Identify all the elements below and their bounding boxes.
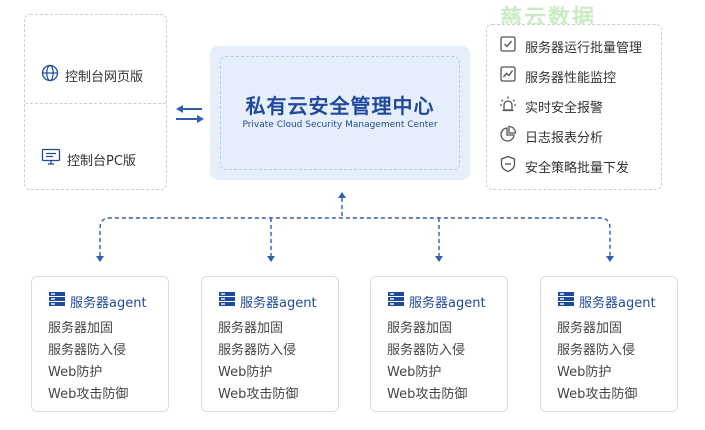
globe-icon	[41, 64, 59, 86]
agent-feature: Web攻击防御	[48, 387, 129, 402]
agent-feature: 服务器加固	[218, 321, 284, 336]
agent-title: 服务器agent	[70, 295, 147, 311]
checklist-icon	[499, 35, 517, 57]
center-inner-frame	[220, 56, 460, 170]
security-management-center: 私有云安全管理中心 Private Cloud Security Managem…	[210, 46, 470, 180]
agent-feature: Web防护	[557, 365, 612, 380]
console-pc-item[interactable]: 控制台PC版	[41, 148, 136, 170]
agent-feature: Web攻击防御	[557, 387, 638, 402]
agent-feature: 服务器加固	[557, 321, 623, 336]
agent-feature: Web攻击防御	[387, 387, 468, 402]
server-agent-card: 服务器agent 服务器加固 服务器防入侵 Web防护 Web攻击防御	[540, 276, 678, 412]
feature-item: 服务器性能监控	[499, 65, 616, 87]
agent-feature: Web防护	[48, 365, 103, 380]
feature-label: 服务器运行批量管理	[525, 40, 643, 56]
center-subtitle: Private Cloud Security Management Center	[242, 120, 438, 130]
alarm-icon	[499, 95, 517, 117]
server-agent-card: 服务器agent 服务器加固 服务器防入侵 Web防护 Web攻击防御	[370, 276, 508, 412]
feature-label: 安全策略批量下发	[525, 160, 630, 176]
shield-icon	[499, 155, 517, 177]
bidirectional-arrow-icon	[176, 105, 204, 123]
console-pc-label: 控制台PC版	[67, 153, 136, 169]
agent-feature: Web防护	[387, 365, 442, 380]
feature-item: 实时安全报警	[499, 95, 603, 117]
agent-header: 服务器agent	[387, 291, 486, 311]
server-icon	[387, 291, 405, 311]
server-icon	[557, 291, 575, 311]
console-web-label: 控制台网页版	[65, 69, 144, 85]
agent-feature: 服务器防入侵	[48, 343, 127, 358]
agent-header: 服务器agent	[557, 291, 656, 311]
agent-header: 服务器agent	[48, 291, 147, 311]
arrow-down-icon	[435, 256, 443, 262]
monitor-icon	[41, 148, 61, 170]
agent-feature: 服务器防入侵	[218, 343, 297, 358]
console-panel: 控制台网页版 控制台PC版	[24, 14, 167, 190]
feature-panel: 服务器运行批量管理 服务器性能监控 实时安全报警	[486, 24, 662, 190]
server-agent-card: 服务器agent 服务器加固 服务器防入侵 Web防护 Web攻击防御	[201, 276, 339, 412]
agent-feature: 服务器加固	[387, 321, 453, 336]
console-divider	[25, 103, 166, 104]
feature-label: 日志报表分析	[525, 130, 604, 146]
agent-header: 服务器agent	[218, 291, 317, 311]
arrow-down-icon	[96, 256, 104, 262]
server-icon	[48, 291, 66, 311]
agent-feature: Web攻击防御	[218, 387, 299, 402]
server-agent-card: 服务器agent 服务器加固 服务器防入侵 Web防护 Web攻击防御	[31, 276, 169, 412]
server-icon	[218, 291, 236, 311]
feature-label: 实时安全报警	[525, 100, 604, 116]
feature-item: 日志报表分析	[499, 125, 603, 147]
console-web-item[interactable]: 控制台网页版	[41, 64, 143, 86]
arrow-down-icon	[606, 256, 614, 262]
center-title: 私有云安全管理中心	[245, 94, 435, 118]
arrow-up-icon	[338, 192, 346, 198]
agent-title: 服务器agent	[409, 295, 486, 311]
feature-item: 安全策略批量下发	[499, 155, 629, 177]
arrow-down-icon	[267, 256, 275, 262]
pie-chart-icon	[499, 125, 517, 147]
agent-title: 服务器agent	[240, 295, 317, 311]
agent-feature: 服务器防入侵	[387, 343, 466, 358]
agent-feature: 服务器防入侵	[557, 343, 636, 358]
feature-label: 服务器性能监控	[525, 70, 617, 86]
agent-feature: Web防护	[218, 365, 273, 380]
line-chart-icon	[499, 65, 517, 87]
agent-title: 服务器agent	[579, 295, 656, 311]
agent-feature: 服务器加固	[48, 321, 114, 336]
feature-item: 服务器运行批量管理	[499, 35, 642, 57]
